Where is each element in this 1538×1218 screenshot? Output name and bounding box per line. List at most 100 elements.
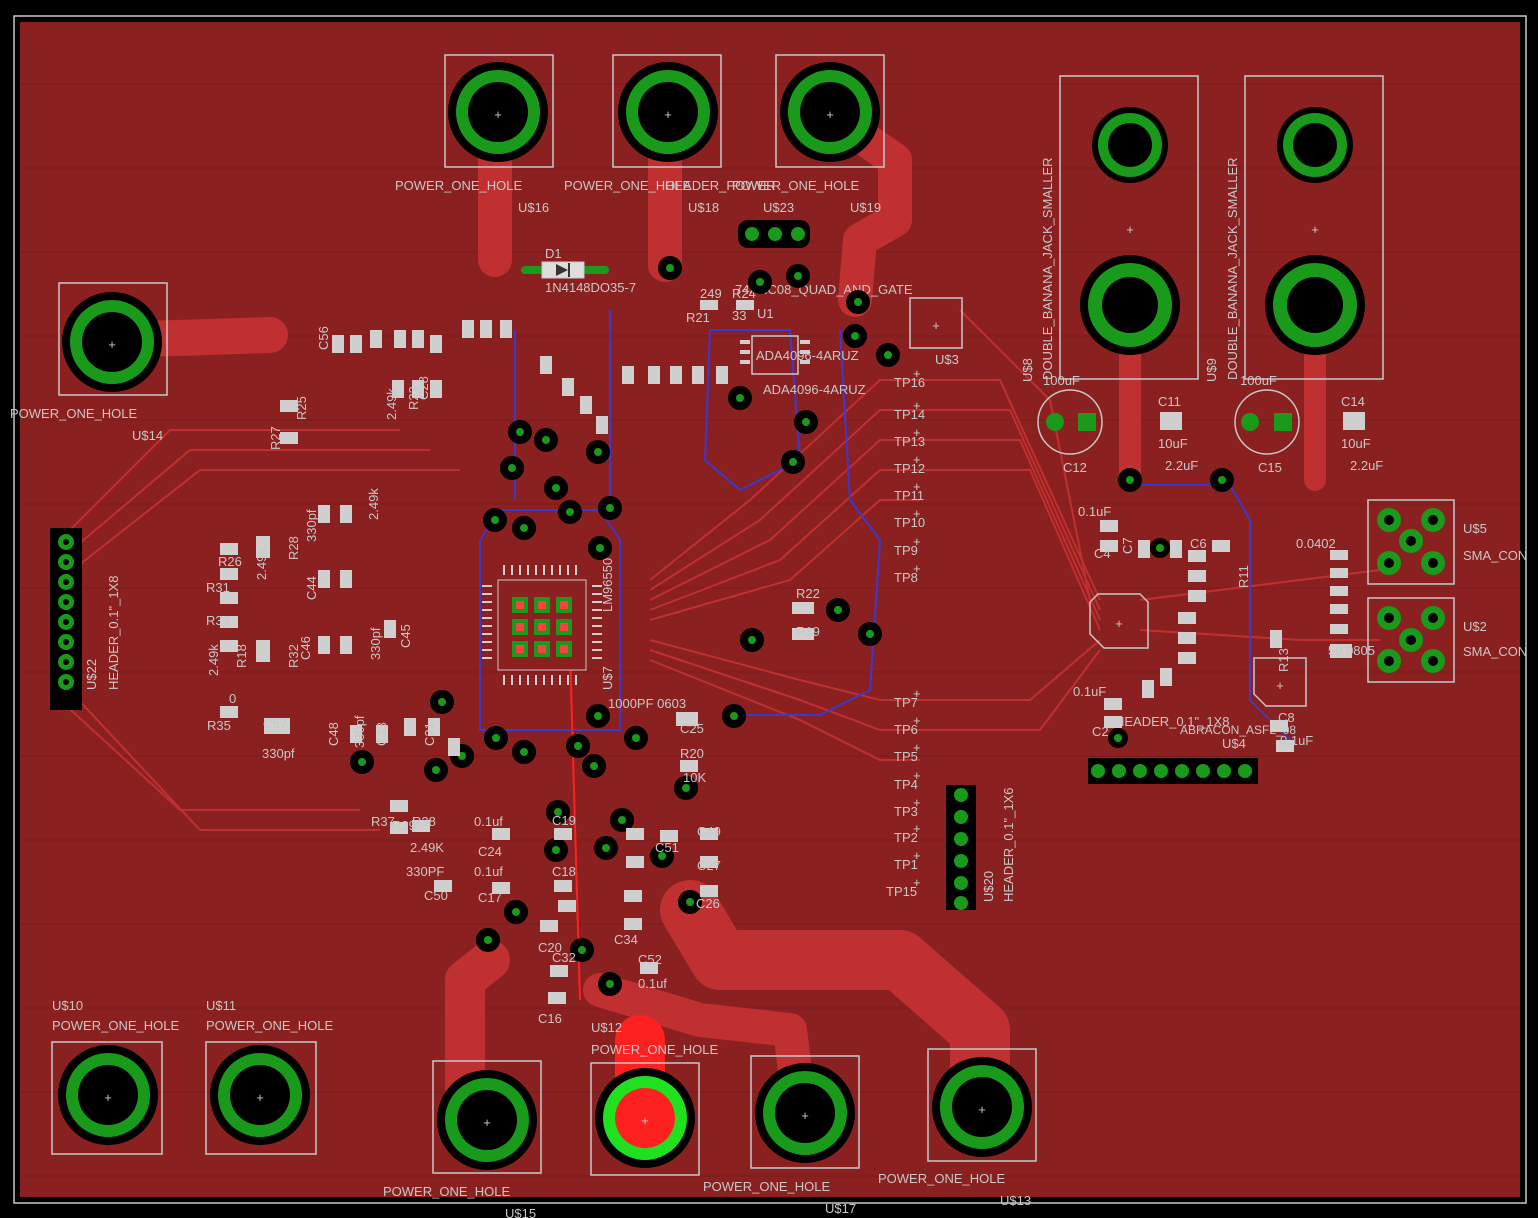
test-point-tp16: TP16 [894,375,925,390]
test-point-marker[interactable]: + [913,425,921,440]
banana-jack-u9[interactable]: + [1244,75,1384,380]
test-point-marker[interactable]: + [913,534,921,549]
power-hole-u15[interactable]: + [432,1060,542,1174]
u7-ref: U$7 [600,666,615,690]
test-point-marker[interactable]: + [913,848,921,863]
c12-ref: C12 [1063,460,1087,475]
r-0402-1: 0.0402 [1296,536,1336,551]
power-hole-u13[interactable]: + [927,1048,1037,1162]
power-hole-label: POWER_ONE_HOLE [591,1042,718,1057]
c16-ref: C16 [538,1011,562,1026]
c-330pf-2: 330pf [368,627,383,660]
power-hole-u16[interactable]: + [444,54,554,168]
svg-text:+: + [494,107,502,122]
header-1x8-u22[interactable] [50,528,82,710]
power-hole-label: POWER_ONE_HOLE [564,178,691,193]
test-point-marker[interactable]: + [913,366,921,381]
header-1x8b-label: HEADER_0.1"_1X8 [1115,714,1229,729]
u2-ref: U$2 [1463,619,1487,634]
test-point-tp14: TP14 [894,407,925,422]
test-point-marker[interactable]: + [913,875,921,890]
r20-value: 10K [683,770,706,785]
power-hole-u12[interactable]: + [590,1062,700,1176]
svg-text:+: + [1276,678,1284,693]
c32-ref: C32 [552,950,576,965]
c34-ref: C34 [614,932,638,947]
header-power-u23[interactable] [738,220,810,248]
r11-ref: R11 [1236,565,1251,588]
power-hole-ref: U$19 [850,200,881,215]
diode-d1[interactable] [521,261,609,279]
test-point-tp11: TP11 [894,488,924,503]
sma-connector-u5[interactable] [1367,499,1455,585]
r21-value: 249 [700,286,722,301]
test-point-marker[interactable]: + [913,686,921,701]
header-1x6-u20[interactable] [946,785,976,910]
r23-ref: R23 [406,386,421,410]
svg-text:+: + [108,337,116,352]
test-point-marker[interactable]: + [913,713,921,728]
c44-ref: C44 [304,576,319,600]
header-1x8-label: HEADER_0.1"_1X8 [106,576,121,690]
d1-value: 1N4148DO35-7 [545,280,636,295]
cap-c12[interactable] [1037,389,1103,455]
c8-ref: C8 [1278,710,1295,725]
test-point-marker[interactable]: + [913,398,921,413]
u1-ref: U1 [757,306,774,321]
test-point-marker[interactable]: + [913,795,921,810]
sma2-label: SMA_CON [1463,644,1527,659]
svg-text:+: + [826,107,834,122]
ic-clock[interactable]: + [1089,593,1149,649]
c21-ref: C21 [422,722,437,746]
svg-text:+: + [104,1090,112,1105]
r28-ref: R28 [286,536,301,560]
r27-ref: R27 [268,426,283,450]
power-hole-u19[interactable]: + [775,54,885,168]
c14b-value: 2.2uF [1350,458,1383,473]
ref-u9: U$9 [1204,358,1219,382]
u23-ref: U$23 [763,200,794,215]
test-point-marker[interactable]: + [913,561,921,576]
ic-oscillator[interactable]: + [1253,657,1307,707]
r35-ref: R35 [207,718,231,733]
svg-text:+: + [932,318,940,333]
test-point-marker[interactable]: + [913,479,921,494]
power-hole-label: POWER_ONE_HOLE [878,1171,1005,1186]
test-point-tp1: TP1 [894,857,918,872]
ic-ada4096[interactable] [740,335,810,375]
power-hole-ref: U$11 [206,998,236,1013]
c-330pf-3: 330pf [352,715,367,748]
ic-u3[interactable]: + [909,297,963,349]
c4-ref: C4 [1094,546,1111,561]
test-point-marker[interactable]: + [913,821,921,836]
header-1x8-u4[interactable] [1088,758,1258,784]
banana-jack-u8[interactable]: + [1059,75,1199,380]
c18-ref: C18 [552,864,576,879]
test-point-tp8: TP8 [894,570,918,585]
cap-c15[interactable] [1234,389,1300,455]
c14-value: 10uF [1341,436,1371,451]
test-point-marker[interactable]: + [913,768,921,783]
r26-ref: R26 [218,554,242,569]
test-point-marker[interactable]: + [913,506,921,521]
test-point-marker[interactable]: + [913,740,921,755]
r32-ref: R32 [286,644,301,668]
c52-ref: C52 [638,952,662,967]
power-hole-u10[interactable]: + [51,1041,163,1155]
power-hole-ref: U$17 [825,1201,856,1216]
test-point-tp13: TP13 [894,434,925,449]
test-point-marker[interactable]: + [913,452,921,467]
power-hole-u11[interactable]: + [205,1041,317,1155]
banana-label-1: DOUBLE_BANANA_JACK_SMALLER [1040,157,1055,380]
ic-lm96550[interactable] [497,579,587,671]
power-hole-u18[interactable]: + [612,54,722,168]
power-hole-label: POWER_ONE_HOLE [383,1184,510,1199]
r38-ref: R38 [412,814,436,829]
sma-connector-u2[interactable] [1367,597,1455,683]
power-hole-u14[interactable]: + [58,282,168,396]
r35-value: 0 [229,691,236,706]
r-249k-2: 2.49k [254,548,269,580]
r37-ref: R37 [371,814,395,829]
power-hole-u17[interactable]: + [750,1055,860,1169]
